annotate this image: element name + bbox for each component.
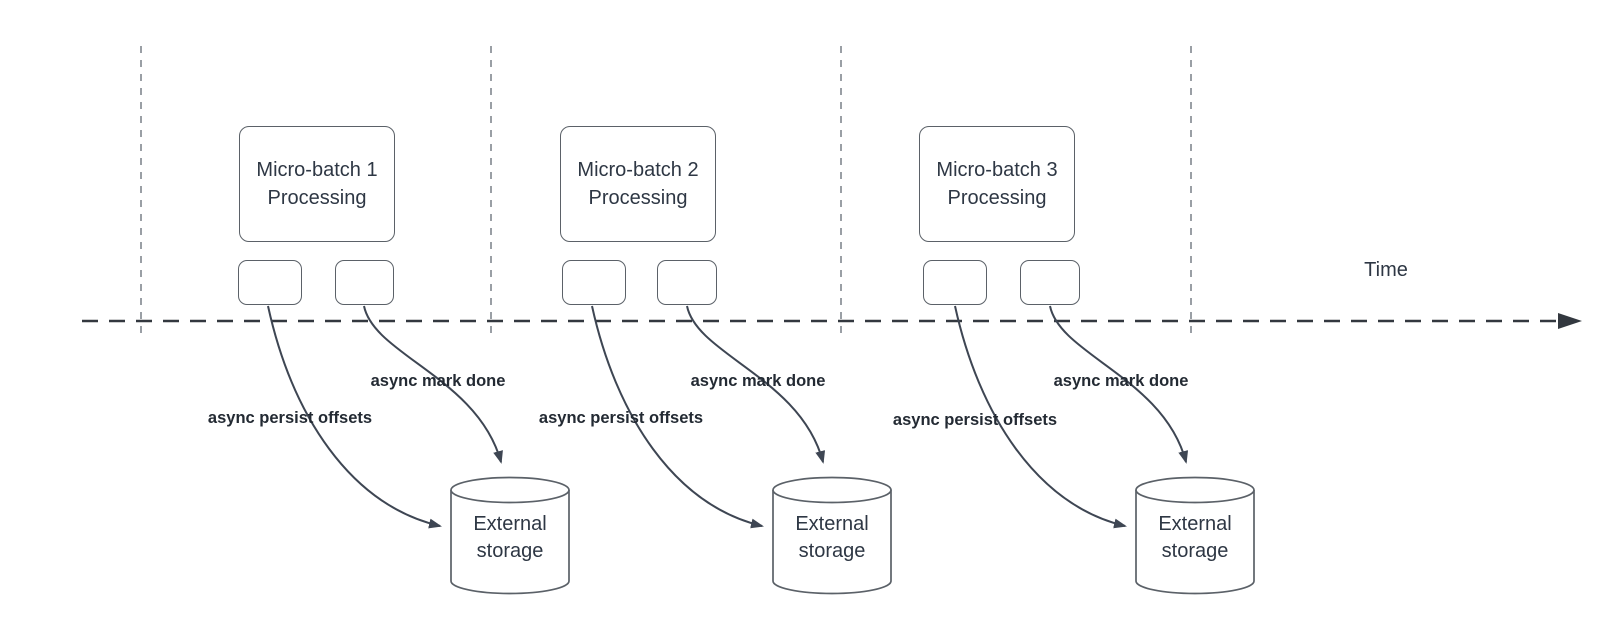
mark-done-arrow-2 <box>686 305 826 464</box>
micro-batch-1-processing-box: Micro-batch 1 Processing <box>239 126 395 242</box>
micro-batch-2-title-line2: Processing <box>588 187 688 209</box>
external-storage-label-2-line2: storage <box>798 540 866 562</box>
micro-batch-1-title-line2: Processing <box>267 187 367 209</box>
micro-batch-2-title-line1: Micro-batch 2 <box>577 159 699 181</box>
external-storage-label-3-line2: storage <box>1161 540 1229 562</box>
persist-offsets-label-3: async persist offsets <box>892 411 1058 429</box>
external-storage-cylinder-3 <box>1135 476 1255 595</box>
external-storage-cylinder-1 <box>450 476 570 595</box>
persist-offsets-arrow-2 <box>591 305 764 529</box>
micro-batch-3-processing-box: Micro-batch 3 Processing <box>919 126 1075 242</box>
external-storage-label-1-line2: storage <box>476 540 544 562</box>
external-storage-label-2-line1: External <box>795 513 869 535</box>
persist-offsets-arrow-1 <box>267 305 442 529</box>
persist-offsets-label-2: async persist offsets <box>538 409 704 427</box>
external-storage-label-2: External storage <box>773 511 891 565</box>
time-axis-label: Time <box>1364 259 1408 281</box>
external-storage-label-3: External storage <box>1136 511 1254 565</box>
external-storage-cylinder-2 <box>772 476 892 595</box>
persist-offsets-label-1: async persist offsets <box>207 409 373 427</box>
external-storage-label-1-line1: External <box>473 513 547 535</box>
offset-commit-node-2 <box>562 260 626 305</box>
batch-boundary-guides <box>140 46 1192 340</box>
offset-commit-node-1 <box>238 260 302 305</box>
offset-commit-node-3 <box>923 260 987 305</box>
micro-batch-1-title-line1: Micro-batch 1 <box>256 159 378 181</box>
mark-done-arrow-3 <box>1049 305 1189 464</box>
mark-done-node-2 <box>657 260 717 305</box>
mark-done-node-3 <box>1020 260 1080 305</box>
micro-batch-3-title-line2: Processing <box>947 187 1047 209</box>
mark-done-arrow-1 <box>363 305 503 464</box>
mark-done-label-3: async mark done <box>1053 372 1189 390</box>
mark-done-label-1: async mark done <box>370 372 506 390</box>
external-storage-label-1: External storage <box>451 511 569 565</box>
persist-offsets-arrow-3 <box>954 305 1127 529</box>
micro-batch-3-title-line1: Micro-batch 3 <box>936 159 1058 181</box>
mark-done-label-2: async mark done <box>690 372 826 390</box>
time-axis <box>82 313 1582 329</box>
time-axis-arrowhead <box>1558 313 1582 329</box>
micro-batch-2-processing-box: Micro-batch 2 Processing <box>560 126 716 242</box>
mark-done-node-1 <box>335 260 394 305</box>
external-storage-label-3-line1: External <box>1158 513 1232 535</box>
